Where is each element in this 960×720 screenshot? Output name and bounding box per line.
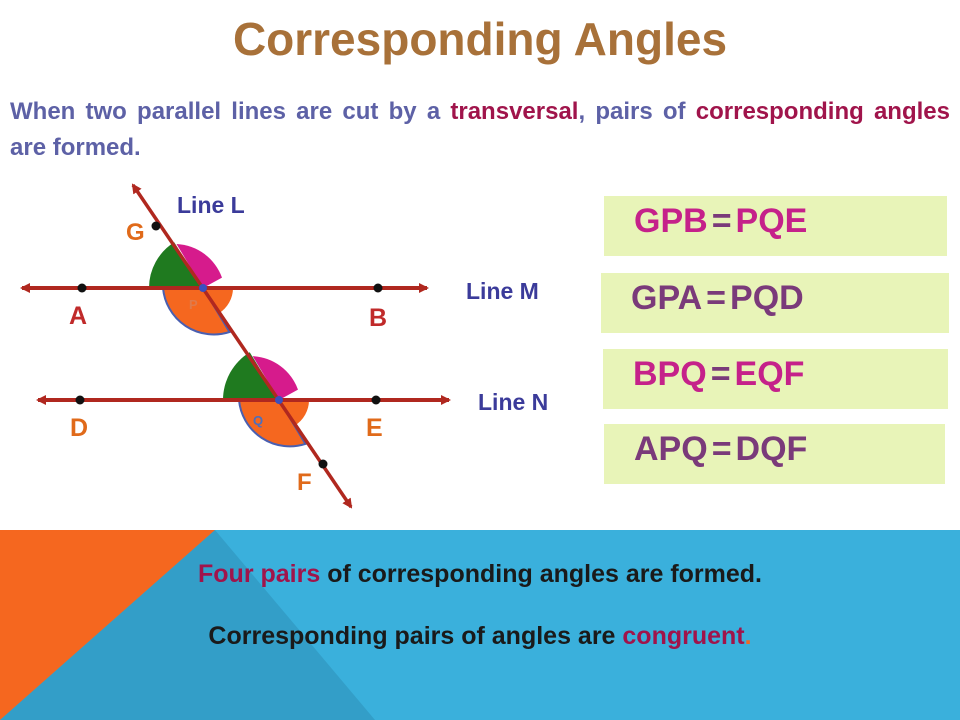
bottom-line-2: Corresponding pairs of angles are congru…	[0, 622, 960, 651]
label-line-l: Line L	[177, 192, 245, 218]
point-e	[371, 395, 381, 405]
point-p	[199, 284, 207, 292]
congruent-highlight: congruent	[622, 622, 745, 650]
equation-3-equals: =	[710, 355, 731, 393]
bottom-line-1: Four pairs of corresponding angles are f…	[0, 560, 960, 589]
equation-box-1: GPB=PQE	[604, 196, 947, 256]
bottom-line-2-period: .	[744, 622, 752, 650]
label-line-n: Line N	[478, 389, 548, 415]
label-b: B	[369, 304, 387, 332]
label-p: P	[189, 297, 198, 312]
equation-1: GPB=PQE	[634, 202, 807, 241]
equation-4-left: APQ	[634, 430, 708, 468]
label-f: F	[297, 469, 312, 496]
bottom-line-1-text: of corresponding angles are formed.	[320, 560, 762, 588]
intro-part-2: , pairs of	[578, 98, 696, 125]
bottom-line-2-text: Corresponding pairs of angles are	[208, 622, 623, 650]
equation-box-2: GPA=PQD	[601, 273, 949, 333]
intro-corresponding-angles: corresponding angles	[695, 98, 950, 125]
point-a	[77, 283, 87, 293]
four-pairs-highlight: Four pairs	[198, 560, 321, 588]
equation-1-equals: =	[711, 202, 732, 240]
intro-text: When two parallel lines are cut by a tra…	[10, 94, 950, 166]
intro-part-1: When two parallel lines are cut by a	[10, 98, 451, 125]
equation-2: GPA=PQD	[631, 279, 804, 318]
equation-4: APQ=DQF	[634, 430, 807, 469]
equation-4-equals: =	[711, 430, 732, 468]
bottom-banner: Four pairs of corresponding angles are f…	[0, 530, 960, 720]
label-g: G	[126, 219, 145, 246]
equation-2-right: PQD	[730, 279, 804, 317]
label-a: A	[69, 302, 87, 330]
equation-box-4: APQ=DQF	[604, 424, 945, 484]
equation-1-right: PQE	[735, 202, 808, 240]
point-q	[275, 396, 283, 404]
equation-box-3: BPQ=EQF	[603, 349, 948, 409]
equation-2-left: GPA	[631, 279, 703, 317]
intro-part-3: are formed.	[10, 134, 141, 161]
intro-transversal: transversal	[450, 98, 579, 125]
label-e: E	[366, 414, 383, 442]
transversal-line-l	[131, 183, 353, 509]
point-b	[373, 283, 383, 293]
equation-1-left: GPB	[634, 202, 708, 240]
label-line-m: Line M	[466, 278, 539, 304]
equation-3: BPQ=EQF	[633, 355, 804, 394]
bottom-background	[0, 530, 960, 720]
slide-title: Corresponding Angles	[232, 13, 728, 65]
label-q: Q	[253, 413, 263, 428]
parallel-lines-diagram: Line L Line M Line N G A B P D E Q F	[20, 183, 548, 509]
equation-4-right: DQF	[735, 430, 808, 468]
equation-2-equals: =	[706, 279, 727, 317]
point-f	[318, 459, 328, 469]
equation-3-right: EQF	[734, 355, 805, 393]
point-g	[151, 221, 161, 231]
point-d	[75, 395, 85, 405]
equation-3-left: BPQ	[633, 355, 707, 393]
label-d: D	[70, 414, 88, 442]
